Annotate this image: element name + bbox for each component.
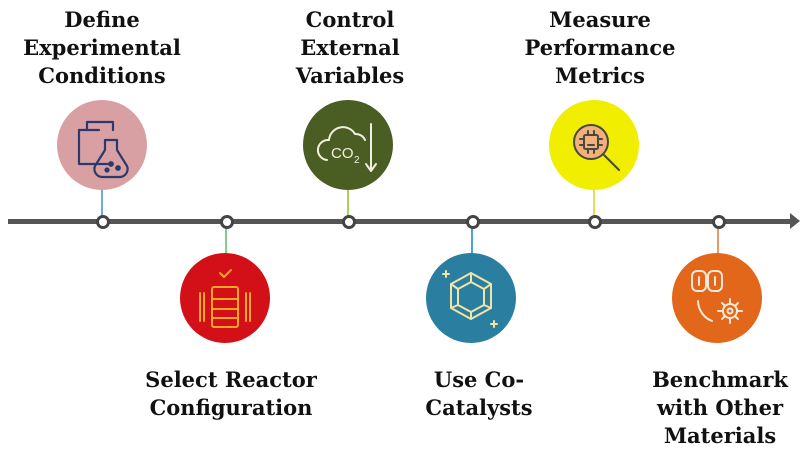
step-3-connector xyxy=(347,188,349,218)
timeline-node xyxy=(712,215,726,229)
step-5-circle xyxy=(549,100,639,190)
step-1-label: Define Experimental Conditions xyxy=(2,6,202,90)
step-6-label-line: Benchmark xyxy=(652,367,788,392)
step-5-label-line: Measure xyxy=(549,7,651,32)
step-4-circle xyxy=(426,253,516,343)
step-3-label-line: Control xyxy=(305,7,395,32)
crystal-icon xyxy=(442,270,498,328)
step-5-connector xyxy=(593,188,595,218)
step-4-label-line: Use Co- xyxy=(433,367,525,392)
co2-cloud-icon: CO 2 xyxy=(317,123,377,172)
svg-text:2: 2 xyxy=(354,155,360,166)
step-2-circle xyxy=(180,253,270,343)
step-6-connector xyxy=(717,226,719,254)
step-5-label-line: Performance xyxy=(524,35,676,60)
svg-text:CO: CO xyxy=(331,145,354,162)
timeline-line xyxy=(8,219,794,224)
step-1-connector xyxy=(101,188,103,218)
step-6-label: Benchmark with Other Materials xyxy=(620,366,801,450)
compare-gear-icon xyxy=(691,270,743,324)
step-5-label: Measure Performance Metrics xyxy=(500,6,700,90)
step-3-label-line: Variables xyxy=(295,63,405,88)
step-4-connector xyxy=(471,226,473,254)
step-2-label-line: Configuration xyxy=(149,395,313,420)
step-2-label: Select Reactor Configuration xyxy=(131,366,331,422)
chip-magnifier-icon xyxy=(573,124,620,171)
step-1-label-line: Experimental xyxy=(23,35,181,60)
step-5-label-line: Metrics xyxy=(555,63,645,88)
step-4-label: Use Co- Catalysts xyxy=(379,366,579,422)
step-2-label-line: Select Reactor xyxy=(145,367,317,392)
reactor-icon xyxy=(199,269,251,328)
step-2-connector xyxy=(225,226,227,254)
step-1-label-line: Define xyxy=(64,7,140,32)
step-3-circle: CO 2 xyxy=(303,100,393,190)
timeline-node xyxy=(342,215,356,229)
step-4-label-line: Catalysts xyxy=(425,395,533,420)
timeline-node xyxy=(466,215,480,229)
step-3-label: Control External Variables xyxy=(250,6,450,90)
step-3-label-line: External xyxy=(300,35,400,60)
flask-icon xyxy=(77,120,129,179)
timeline-node xyxy=(220,215,234,229)
timeline-arrow-icon xyxy=(790,213,800,229)
timeline-node xyxy=(96,215,110,229)
step-6-label-line: with Other xyxy=(656,395,784,420)
timeline-node xyxy=(588,215,602,229)
step-1-label-line: Conditions xyxy=(38,63,166,88)
step-6-circle xyxy=(672,253,762,343)
step-6-label-line: Materials xyxy=(663,423,777,448)
step-1-circle xyxy=(57,100,147,190)
